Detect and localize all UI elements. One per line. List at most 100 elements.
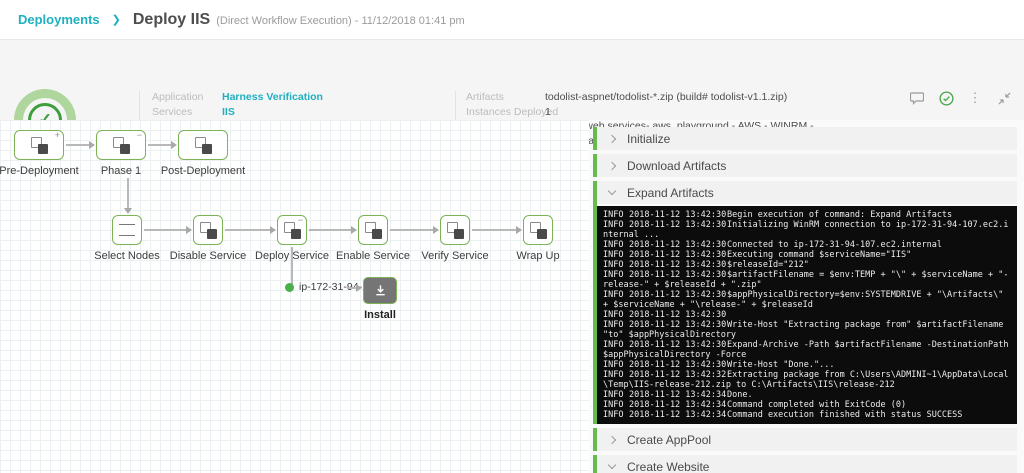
log-level: INFO bbox=[603, 310, 624, 320]
log-message: $appPhysicalDirectory=$env:SYSTEMDRIVE +… bbox=[603, 290, 1004, 310]
log-message: Done. bbox=[727, 390, 753, 400]
section-label: Create Website bbox=[627, 459, 710, 473]
node-deploy-service[interactable]: − bbox=[277, 215, 307, 245]
arrowhead-icon bbox=[433, 226, 439, 234]
log-level: INFO bbox=[603, 370, 624, 380]
node-label: Install bbox=[364, 309, 396, 321]
arrowhead-icon bbox=[124, 208, 132, 214]
node-collapse-badge[interactable]: − bbox=[297, 215, 303, 225]
chevron-down-icon bbox=[607, 186, 617, 196]
connector-line bbox=[127, 178, 129, 210]
section-header[interactable]: Initialize bbox=[597, 127, 1017, 150]
node-verify-service[interactable] bbox=[440, 215, 470, 245]
section-label: Initialize bbox=[627, 131, 671, 146]
execution-summary: ✓ Application Harness Verification Servi… bbox=[0, 40, 1024, 151]
connector-line bbox=[347, 287, 357, 289]
node-post-deployment[interactable] bbox=[178, 130, 228, 160]
log-timestamp: 2018-11-12 13:42:34 bbox=[629, 400, 727, 410]
step-icon bbox=[446, 221, 464, 239]
chevron-down-icon bbox=[607, 460, 617, 470]
kebab-menu-icon[interactable]: ⋮ bbox=[968, 90, 982, 105]
node-enable-service[interactable] bbox=[358, 215, 388, 245]
node-wrap-up[interactable] bbox=[523, 215, 553, 245]
summary-row: Instances Deployed 1 bbox=[466, 105, 822, 120]
node-disable-service[interactable] bbox=[193, 215, 223, 245]
log-timestamp: 2018-11-12 13:42:34 bbox=[629, 390, 727, 400]
phase-icon bbox=[194, 136, 212, 154]
log-level: INFO bbox=[603, 320, 624, 330]
summary-value-link[interactable]: Harness Verification bbox=[222, 91, 323, 104]
download-icon bbox=[375, 285, 385, 296]
summary-divider bbox=[455, 91, 456, 147]
summary-divider bbox=[139, 91, 140, 147]
phase-icon bbox=[112, 136, 130, 154]
section-header[interactable]: Download Artifacts bbox=[597, 154, 1017, 177]
comment-icon[interactable] bbox=[909, 90, 925, 106]
log-level: INFO bbox=[603, 210, 624, 220]
breadcrumb: Deployments ❯ Deploy IIS (Direct Workflo… bbox=[0, 0, 1024, 40]
log-level: INFO bbox=[603, 390, 624, 400]
collapse-icon[interactable] bbox=[996, 90, 1012, 106]
node-install[interactable] bbox=[363, 277, 397, 304]
log-level: INFO bbox=[603, 260, 624, 270]
log-timestamp: 2018-11-12 13:42:32 bbox=[629, 370, 727, 380]
connector-line bbox=[309, 229, 352, 231]
log-timestamp: 2018-11-12 13:42:30 bbox=[629, 260, 727, 270]
arrowhead-icon bbox=[171, 141, 177, 149]
node-select-nodes[interactable] bbox=[112, 215, 142, 245]
summary-value-link[interactable]: IIS bbox=[222, 105, 235, 118]
arrowhead-icon bbox=[351, 226, 357, 234]
log-level: INFO bbox=[603, 360, 624, 370]
section-header[interactable]: Expand Artifacts bbox=[597, 181, 1017, 204]
section-label: Expand Artifacts bbox=[627, 185, 714, 200]
node-phase-1[interactable]: − bbox=[96, 130, 146, 160]
section-label: Create AppPool bbox=[627, 432, 712, 447]
connector-line bbox=[291, 247, 293, 287]
summary-value: todolist-aspnet/todolist-*.zip (build# t… bbox=[545, 91, 788, 104]
summary-row: Artifacts todolist-aspnet/todolist-*.zip… bbox=[466, 90, 822, 105]
node-label: Post-Deployment bbox=[160, 165, 246, 177]
node-pre-deployment[interactable]: + bbox=[14, 130, 64, 160]
summary-label: Artifacts bbox=[466, 91, 504, 104]
chevron-right-icon bbox=[607, 134, 617, 143]
connector-line bbox=[144, 229, 187, 231]
log-line: INFO 2018-11-12 13:42:32Extracting packag… bbox=[603, 370, 1011, 390]
arrowhead-icon bbox=[186, 226, 192, 234]
arrowhead-icon bbox=[89, 141, 95, 149]
node-label: Wrap Up bbox=[516, 250, 560, 262]
chevron-right-icon bbox=[607, 435, 617, 444]
log-timestamp: 2018-11-12 13:42:30 bbox=[629, 220, 727, 230]
log-message: Connected to ip-172-31-94-107.ec2.intern… bbox=[727, 240, 942, 250]
section-label: Download Artifacts bbox=[627, 158, 727, 173]
log-timestamp: 2018-11-12 13:42:30 bbox=[629, 320, 727, 330]
phase-icon bbox=[30, 136, 48, 154]
connector-line bbox=[148, 144, 172, 146]
status-check-icon[interactable] bbox=[938, 90, 954, 106]
log-level: INFO bbox=[603, 240, 624, 250]
log-level: INFO bbox=[603, 270, 624, 280]
node-collapse-badge[interactable]: − bbox=[136, 130, 142, 140]
section-header[interactable]: Create AppPool bbox=[597, 428, 1017, 451]
node-expand-badge[interactable]: + bbox=[54, 130, 60, 140]
select-nodes-icon bbox=[119, 224, 135, 236]
breadcrumb-deployments-link[interactable]: Deployments bbox=[18, 12, 100, 27]
log-level: INFO bbox=[603, 410, 624, 420]
workflow-canvas: + Pre-Deployment − Phase 1 Post-Deployme… bbox=[0, 120, 589, 473]
node-label: Verify Service bbox=[421, 250, 489, 262]
section-header[interactable]: Create Website bbox=[597, 455, 1017, 473]
log-message: Extracting package from C:\Users\ADMINI~… bbox=[603, 370, 1009, 390]
summary-row: Services IIS bbox=[152, 105, 323, 120]
